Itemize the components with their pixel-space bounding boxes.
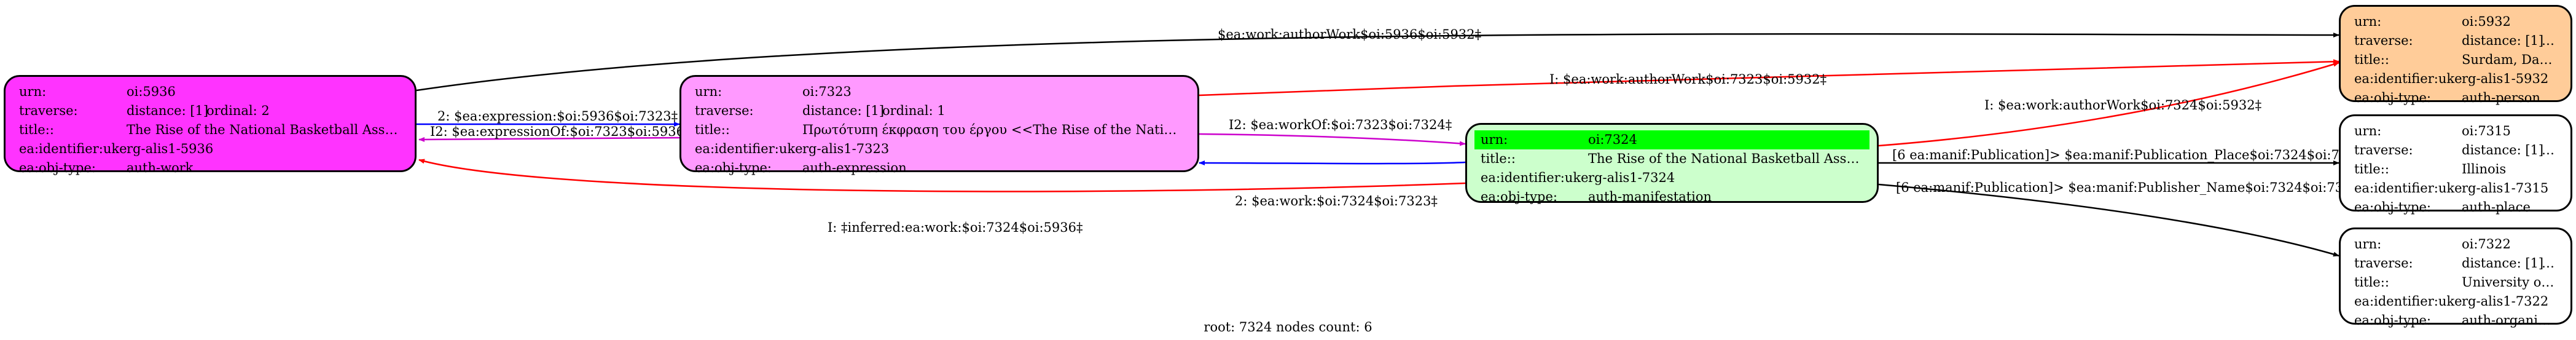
identifier-key: ea:identifier:ukey [1481, 170, 1588, 185]
identifier-key: ea:identifier:ukey [19, 141, 127, 156]
identifier-value: rg-alis1-7323 [802, 141, 890, 156]
distance-value: distance: [1] [2462, 33, 2544, 48]
title-key: title:: [2354, 275, 2389, 290]
title-key: title:: [1481, 151, 1516, 166]
urn-value: oi:5936 [127, 84, 176, 99]
traverse-key: traverse: [2354, 256, 2413, 271]
distance-value: distance: [1] [2462, 256, 2544, 271]
identifier-value: rg-alis1-7322 [2462, 294, 2549, 309]
identifier-key: ea:identifier:ukey [2354, 294, 2462, 309]
node-oi-7315[interactable]: urn:oi:7315 traverse:distance: [1]ordina… [2339, 114, 2572, 215]
edge-7324-7323 [1199, 160, 1466, 166]
identifier-value: rg-alis1-7324 [1588, 170, 1675, 185]
title-value: Surdam, David George [2462, 52, 2557, 67]
edge-7323-5936 [418, 136, 680, 142]
objtype-key: ea:obj-type: [1481, 189, 1557, 204]
identifier-key: ea:identifier:ukey [695, 141, 802, 156]
node-oi-7322[interactable]: urn:oi:7322 traverse:distance: [1]ordina… [2339, 227, 2572, 328]
node-oi-5932[interactable]: urn:oi:5932 traverse:distance: [1]ordina… [2339, 5, 2572, 105]
objtype-value: auth-person [2462, 90, 2540, 105]
edge-label-5936-7323: 2: $ea:expression:$oi:5936$oi:7323‡ [437, 109, 678, 124]
urn-key: urn: [19, 84, 47, 99]
title-key: title:: [2354, 162, 2389, 176]
distance-value: distance: [1] [2462, 143, 2544, 157]
edge-label-7324-5932: I: $ea:work:authorWork$oi:7324$oi:5932‡ [1984, 98, 2261, 113]
title-value: Illinois [2462, 162, 2507, 176]
edge-label-5936-5932: $ea:work:authorWork$oi:5936$oi:5932‡ [1218, 27, 1481, 42]
node-oi-5936[interactable]: urn: oi:5936 traverse: distance: [1]ordina… [4, 75, 417, 175]
edge-label-7324-7315: [6 ea:manif:Publication]> $ea:manif:Publ… [1892, 148, 2381, 162]
graph-footer: root: 7324 nodes count: 6 [1204, 320, 1372, 334]
objtype-value: auth-work [127, 160, 194, 175]
edge-7324-5936 [418, 159, 1466, 192]
urn-value: oi:7324 [1588, 132, 1637, 147]
title-value: University of Illinois Press [2462, 275, 2557, 290]
distance-value: distance: [1] [802, 103, 885, 118]
traverse-key: traverse: [695, 103, 754, 118]
title-value: The Rise of the National Basketball Asso… [1588, 151, 1863, 166]
urn-key: urn: [2354, 14, 2382, 29]
title-key: title:: [2354, 52, 2389, 67]
node-oi-7323[interactable]: urn: oi:7323 traverse: distance: [1]ordina… [679, 75, 1199, 175]
distance-value: distance: [1] [127, 103, 209, 118]
edge-7323-7324 [1199, 133, 1466, 146]
edge-label-7324-7322: [6 ea:manif:Publication]> $ea:manif:Publ… [1896, 180, 2376, 195]
objtype-key: ea:obj-type: [2354, 200, 2431, 215]
edge-7324-7322 [1878, 183, 2339, 257]
urn-key: urn: [2354, 124, 2382, 138]
identifier-key: ea:identifier:ukey [2354, 181, 2462, 196]
edge-label-7324-5936: I: ‡inferred:ea:work:$oi:7324$oi:5936‡ [828, 220, 1082, 235]
edge-5936-5932 [416, 32, 2339, 92]
traverse-key: traverse: [19, 103, 78, 118]
edge-label-7323-5936: I2: $ea:expressionOf:$oi:7323$oi:5936‡ [430, 124, 691, 139]
objtype-key: ea:obj-type: [695, 160, 772, 175]
urn-value: oi:7322 [2462, 237, 2511, 251]
urn-value: oi:5932 [2462, 14, 2511, 29]
traverse-key: traverse: [2354, 33, 2413, 48]
edge-label-7324-7323: 2: $ea:work:$oi:7324$oi:7323‡ [1235, 194, 1438, 208]
title-key: title:: [19, 122, 54, 137]
urn-value: oi:7315 [2462, 124, 2511, 138]
title-value: Πρωτότυπη έκφραση του έργου <<The Rise o… [802, 122, 1184, 137]
urn-key: urn: [695, 84, 722, 99]
urn-value: oi:7323 [802, 84, 851, 99]
ordinal-value: ordinal: 2 [206, 103, 270, 118]
objtype-key: ea:obj-type: [19, 160, 96, 175]
identifier-key: ea:identifier:ukey [2354, 71, 2462, 86]
urn-key: urn: [1481, 132, 1508, 147]
edge-7324-5932 [1878, 61, 2339, 147]
title-key: title:: [695, 122, 730, 137]
identifier-value: rg-alis1-5932 [2462, 71, 2549, 86]
traverse-key: traverse: [2354, 143, 2413, 157]
objtype-key: ea:obj-type: [2354, 90, 2431, 105]
edge-label-7323-7324: I2: $ea:workOf:$oi:7323$oi:7324‡ [1229, 117, 1452, 132]
urn-key: urn: [2354, 237, 2382, 251]
identifier-value: rg-alis1-7315 [2462, 181, 2549, 196]
objtype-value: auth-manifestation [1588, 189, 1712, 204]
edge-label-7323-5932: I: $ea:work:authorWork$oi:7323$oi:5932‡ [1549, 72, 1826, 87]
title-value: The Rise of the National Basketball Asso… [127, 122, 401, 137]
node-oi-7324[interactable]: urn: oi:7324 title::The Rise of the Natio… [1465, 123, 1879, 204]
objtype-value: auth-expression [802, 160, 907, 175]
objtype-key: ea:obj-type: [2354, 313, 2431, 328]
identifier-value: rg-alis1-5936 [127, 141, 214, 156]
objtype-value: auth-place [2462, 200, 2531, 215]
ordinal-value: ordinal: 1 [882, 103, 945, 118]
